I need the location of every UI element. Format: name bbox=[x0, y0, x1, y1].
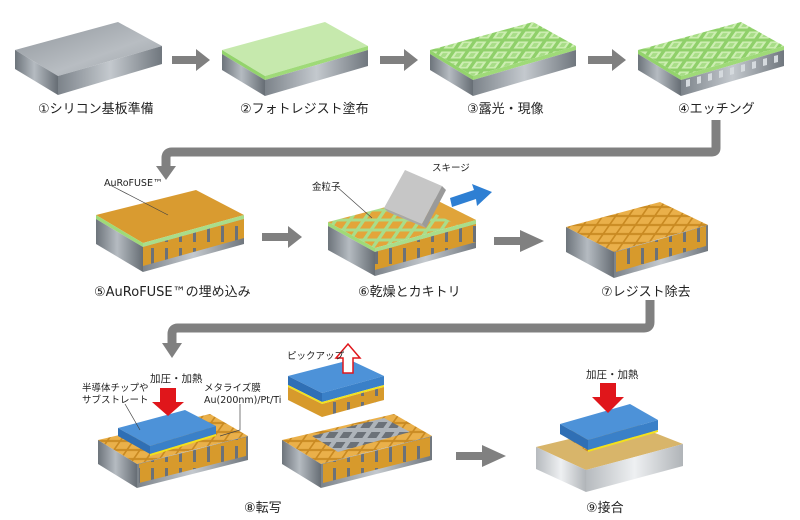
step4-etched-slab bbox=[638, 22, 784, 96]
annotation-gold-particles: 金粒子 bbox=[312, 182, 341, 193]
connector-4-to-5-head bbox=[156, 166, 176, 180]
connector-7-to-8 bbox=[167, 300, 655, 345]
press-arrow-red-9 bbox=[592, 383, 624, 413]
arrow-3-to-4 bbox=[588, 49, 626, 71]
annotation-metallize: メタライズ膜 Au(200nm)/Pt/Ti bbox=[204, 383, 281, 407]
annotation-metal-line2: Au(200nm)/Pt/Ti bbox=[204, 395, 282, 406]
aurofuse-leader-line bbox=[109, 184, 169, 216]
step-label-5: ⑤AuRoFUSE™の埋め込み bbox=[94, 285, 251, 300]
annotation-pickup: ピックアップ bbox=[287, 351, 345, 362]
step5-aurofuse-slab bbox=[96, 190, 244, 272]
connector-4-to-5 bbox=[161, 120, 721, 168]
press-arrow-red-8 bbox=[152, 388, 184, 416]
step9-bonded-assembly bbox=[536, 404, 683, 492]
squeegee bbox=[384, 170, 446, 228]
step-label-4: ④エッチング bbox=[678, 102, 755, 117]
arrow-1-to-2 bbox=[172, 49, 210, 71]
annotation-press-heat-9: 加圧・加熱 bbox=[586, 369, 639, 381]
annotation-chip-line1: 半導体チップや bbox=[82, 383, 149, 394]
annotation-chip-line2: サブストレート bbox=[82, 395, 149, 406]
step-label-9: ⑨接合 bbox=[586, 501, 624, 516]
motion-arrow-blue bbox=[450, 184, 492, 207]
step8-transfer-press-slab bbox=[98, 410, 248, 488]
step8-residual-slab bbox=[282, 414, 432, 488]
gold-particle-leader-line bbox=[335, 185, 373, 219]
step6-dry-scrape-slab bbox=[328, 196, 476, 276]
step-label-8: ⑧転写 bbox=[244, 501, 282, 516]
step3-exposed-slab bbox=[430, 22, 576, 96]
connector-7-to-8-head bbox=[162, 343, 182, 358]
arrow-2-to-3 bbox=[380, 49, 418, 71]
step-label-7: ⑦レジスト除去 bbox=[601, 285, 691, 300]
step-label-6: ⑥乾燥とカキトリ bbox=[358, 285, 461, 300]
step-label-3: ③露光・現像 bbox=[467, 102, 544, 117]
annotation-squeegee: スキージ bbox=[432, 163, 470, 174]
annotation-press-heat-8: 加圧・加熱 bbox=[150, 373, 203, 385]
step-label-2: ②フォトレジスト塗布 bbox=[240, 102, 369, 117]
step-label-1: ①シリコン基板準備 bbox=[38, 102, 154, 117]
annotation-metal-line1: メタライズ膜 bbox=[204, 383, 261, 394]
step7-resist-removed-slab bbox=[566, 202, 708, 278]
step2-resist-slab bbox=[222, 22, 368, 96]
pickup-arrow-outline bbox=[334, 342, 362, 374]
metal-leader-line bbox=[219, 404, 241, 437]
chip-leader-line bbox=[124, 403, 141, 431]
annotation-chip: 半導体チップや サブストレート bbox=[82, 383, 149, 407]
arrow-5-to-6 bbox=[262, 226, 302, 248]
step1-silicon-slab bbox=[15, 22, 162, 95]
arrow-8-to-9 bbox=[456, 445, 506, 467]
annotation-aurofuse: AuRoFUSE™ bbox=[104, 178, 163, 189]
step8-pickup-assembly bbox=[288, 360, 384, 417]
arrow-6-to-7 bbox=[494, 230, 544, 252]
